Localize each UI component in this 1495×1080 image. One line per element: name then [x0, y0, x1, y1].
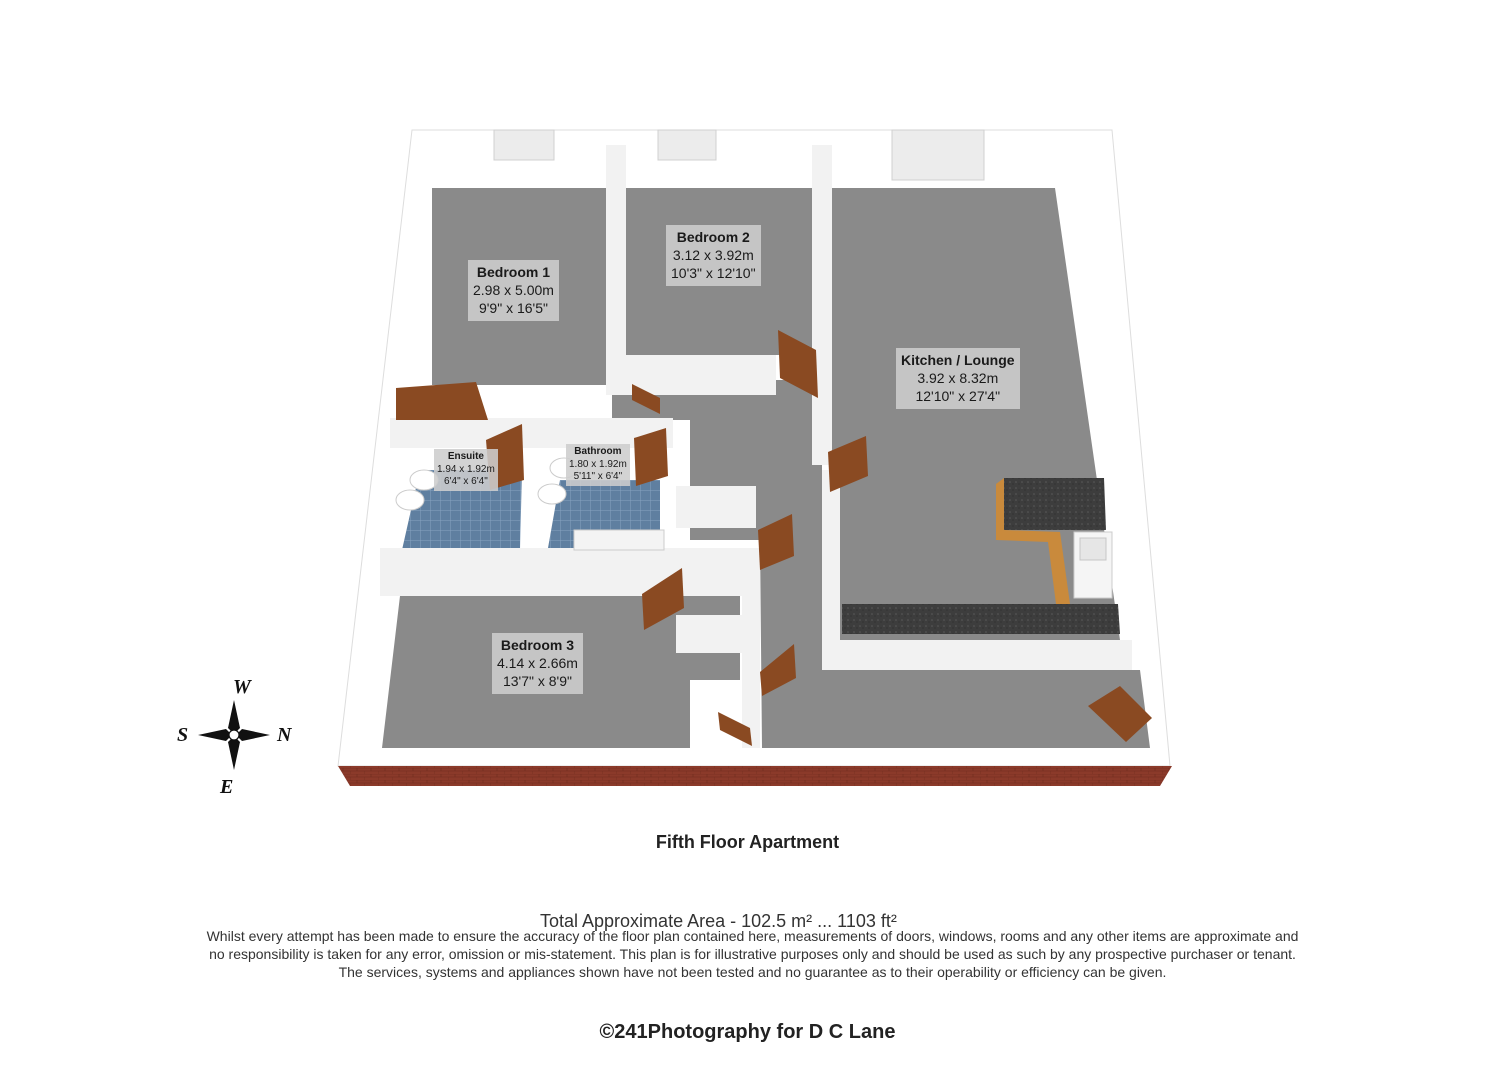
wall-kitchen-south — [822, 640, 1132, 670]
room-imperial-size: 6'4" x 6'4" — [444, 476, 488, 487]
bathroom-basin — [537, 483, 567, 505]
kitchen-worktop-bottom — [842, 604, 1120, 634]
wall-cupboard — [676, 615, 756, 653]
wardrobe — [396, 382, 488, 420]
room-name: Bedroom 3 — [500, 637, 575, 653]
wall-closet — [676, 486, 756, 528]
disclaimer-line: The services, systems and appliances sho… — [338, 964, 1167, 980]
room-label-bedroom1: Bedroom 1 2.98 x 5.00m 9'9" x 16'5" — [468, 260, 559, 321]
door-bed2 — [778, 330, 818, 398]
door-entrance — [1088, 686, 1152, 742]
copyright: ©241Photography for D C Lane — [599, 1021, 896, 1043]
window-bed2 — [657, 129, 717, 161]
bath-tub — [573, 529, 665, 551]
door-bathroom-2 — [634, 428, 668, 486]
wall-kitchen-west — [822, 470, 840, 670]
door-bed3 — [642, 568, 684, 630]
room-label-bedroom3: Bedroom 3 4.14 x 2.66m 13'7" x 8'9" — [492, 633, 583, 694]
room-imperial-size: 5'11" x 6'4" — [573, 471, 623, 482]
room-name: Bathroom — [574, 446, 622, 457]
room-imperial-size: 13'7" x 8'9" — [502, 673, 572, 690]
hallway-floor — [612, 380, 1150, 748]
room-imperial-size: 9'9" x 16'5" — [478, 300, 548, 317]
room-metric-size: 1.94 x 1.92m — [437, 463, 495, 475]
compass-west-label: W — [233, 676, 251, 698]
disclaimer-line: Whilst every attempt has been made to en… — [206, 928, 1299, 944]
compass-south-label: S — [177, 724, 189, 746]
door-hall-bed3 — [718, 712, 752, 746]
door-cupboard — [760, 644, 796, 696]
room-imperial-size: 10'3" x 12'10" — [671, 265, 756, 282]
kitchen-worktop-top — [1004, 478, 1106, 530]
total-area: Total Approximate Area - 102.5 m² ... 11… — [540, 911, 897, 931]
room-name: Bedroom 1 — [476, 264, 551, 280]
room-imperial-size: 12'10" x 27'4" — [915, 388, 1001, 405]
wall-bathrooms-south — [380, 548, 760, 596]
disclaimer-line: no responsibility is taken for any error… — [209, 946, 1296, 962]
compass-icon — [198, 700, 270, 770]
room-name: Ensuite — [447, 451, 484, 462]
room-label-ensuite: Ensuite 1.94 x 1.92m 6'4" x 6'4" — [434, 449, 498, 491]
kitchen-cabinets — [996, 478, 1070, 604]
window-kitchen — [891, 129, 985, 181]
room-metric-size: 1.80 x 1.92m — [569, 458, 627, 470]
door-bathroom — [632, 384, 660, 414]
room-metric-size: 2.98 x 5.00m — [473, 282, 554, 299]
room-name: Kitchen / Lounge — [901, 352, 1015, 368]
compass-north-label: N — [277, 724, 292, 746]
wall-bed1-bed2 — [606, 145, 626, 385]
wall-bed2-kitchen — [812, 145, 832, 465]
disclaimer: Whilst every attempt has been made to en… — [150, 927, 1355, 981]
door-closet — [758, 514, 794, 570]
room-label-bathroom: Bathroom 1.80 x 1.92m 5'11" x 6'4" — [566, 444, 630, 486]
room-name: Bedroom 2 — [676, 229, 750, 245]
door-kitchen — [828, 436, 868, 492]
room-label-kitchen-lounge: Kitchen / Lounge 3.92 x 8.32m 12'10" x 2… — [896, 348, 1020, 409]
wall-bed2-south — [606, 355, 776, 395]
exterior-brick-base — [338, 766, 1172, 786]
window-bed1 — [493, 129, 555, 161]
room-metric-size: 3.12 x 3.92m — [672, 247, 754, 264]
room-label-bedroom2: Bedroom 2 3.12 x 3.92m 10'3" x 12'10" — [666, 225, 761, 286]
room-metric-size: 3.92 x 8.32m — [917, 370, 999, 387]
ensuite-basin — [395, 489, 425, 511]
room-metric-size: 4.14 x 2.66m — [497, 655, 578, 672]
kitchen-sink-basin — [1079, 537, 1107, 561]
compass-east-label: E — [220, 776, 234, 798]
floor-title: Fifth Floor Apartment — [655, 832, 840, 852]
